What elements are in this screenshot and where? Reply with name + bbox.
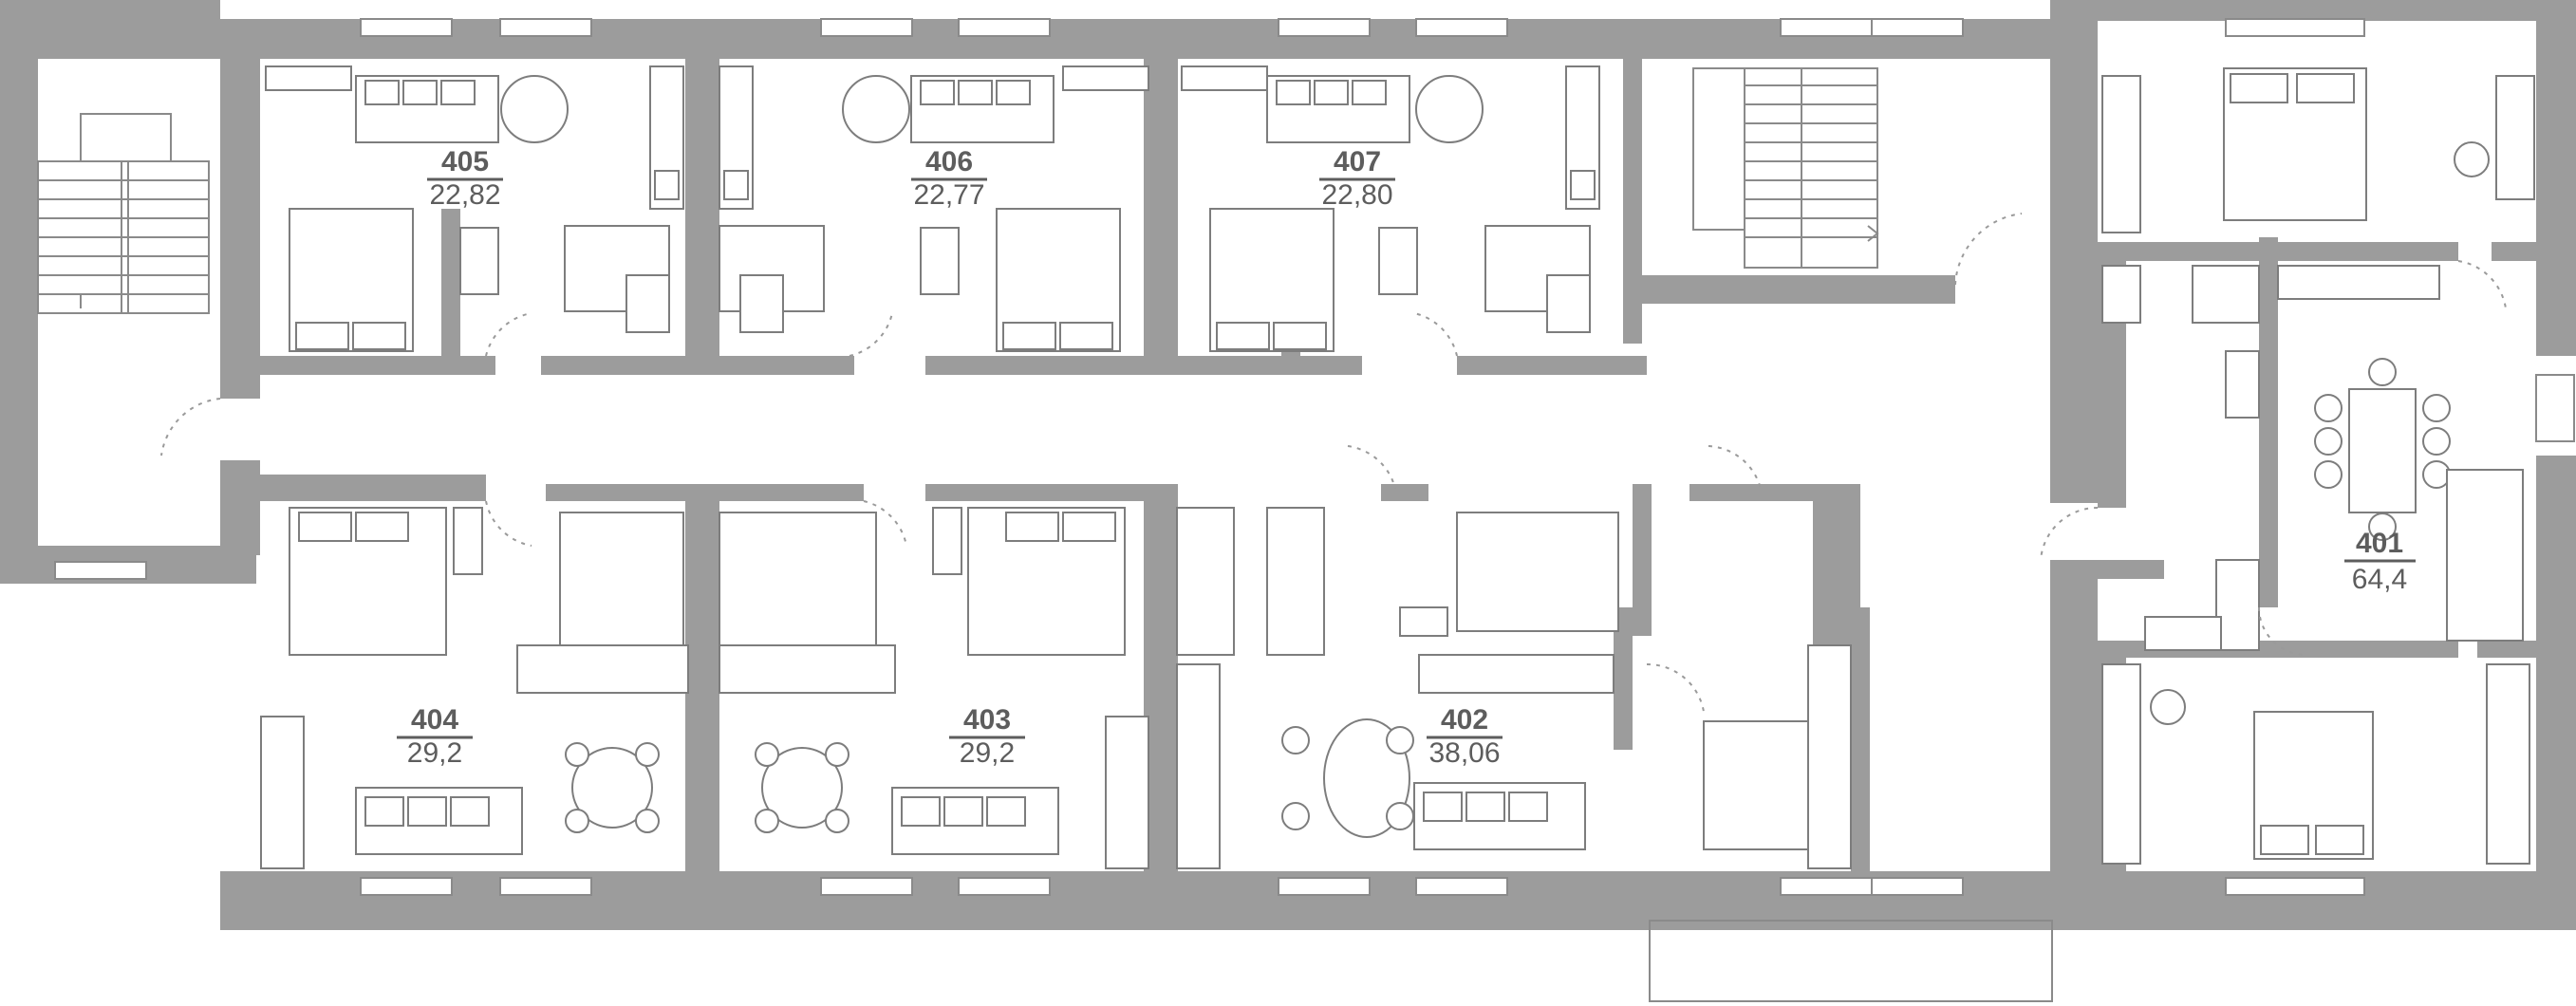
apartment-number: 407 bbox=[1334, 146, 1381, 177]
walls bbox=[0, 0, 2576, 930]
apartment-404-label: 404 29,2 bbox=[397, 704, 473, 769]
apartment-403-furniture bbox=[719, 507, 1149, 869]
apartment-404-furniture bbox=[260, 507, 689, 869]
apartment-number: 405 bbox=[441, 146, 489, 177]
apartment-number: 402 bbox=[1441, 704, 1488, 736]
apartment-401-label: 401 64,4 bbox=[2344, 528, 2416, 595]
staircase-center bbox=[1692, 67, 1879, 269]
apartment-area: 38,06 bbox=[1428, 737, 1500, 769]
apartment-407-furniture bbox=[1181, 65, 1600, 352]
apartment-area: 29,2 bbox=[960, 737, 1015, 769]
apartment-406-label: 406 22,77 bbox=[911, 146, 987, 211]
apartment-407-label: 407 22,80 bbox=[1319, 146, 1395, 211]
apartment-number: 406 bbox=[925, 146, 973, 177]
apartment-area: 22,82 bbox=[429, 179, 500, 211]
apartment-number: 401 bbox=[2356, 528, 2403, 559]
apartment-number: 403 bbox=[963, 704, 1011, 736]
staircase-left bbox=[37, 113, 210, 314]
apartment-area: 22,77 bbox=[913, 179, 984, 211]
apartment-area: 29,2 bbox=[407, 737, 462, 769]
apartment-402-label: 402 38,06 bbox=[1427, 704, 1503, 769]
apartment-405-furniture bbox=[265, 65, 684, 352]
apartment-402-furniture bbox=[1176, 507, 1852, 869]
balcony bbox=[1649, 920, 2053, 1002]
apartment-number: 404 bbox=[411, 704, 458, 736]
apartment-406-furniture bbox=[719, 65, 1149, 352]
apartment-403-label: 403 29,2 bbox=[949, 704, 1025, 769]
apartment-405-label: 405 22,82 bbox=[427, 146, 503, 211]
door-swings bbox=[160, 213, 2507, 713]
apartment-area: 22,80 bbox=[1321, 179, 1392, 211]
apartment-401-furniture bbox=[2101, 67, 2535, 865]
apartment-area: 64,4 bbox=[2352, 564, 2407, 595]
